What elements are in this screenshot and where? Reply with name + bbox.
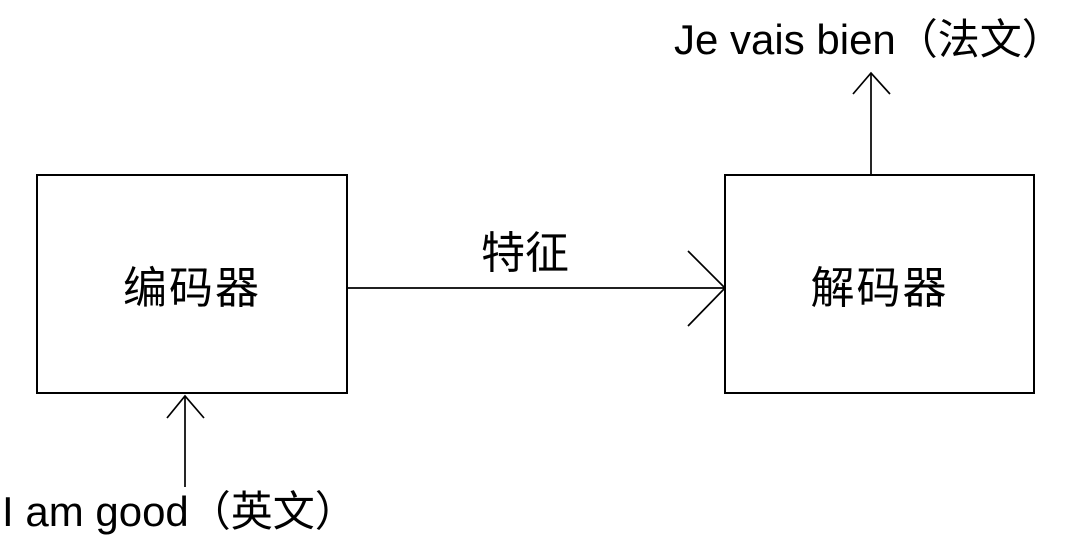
decoder-label: 解码器 [810, 264, 949, 313]
encoder-node: 编码器 [36, 174, 348, 394]
feature-edge-label: 特征 [481, 229, 569, 278]
input-text-label: I am good（英文） [2, 488, 357, 535]
encoder-label: 编码器 [123, 264, 261, 313]
output-text-label: Je vais bien（法文） [674, 16, 1064, 63]
arrow-input-to-encoder [166, 394, 205, 487]
decoder-node: 解码器 [724, 174, 1035, 394]
arrow-decoder-to-output [852, 71, 891, 174]
